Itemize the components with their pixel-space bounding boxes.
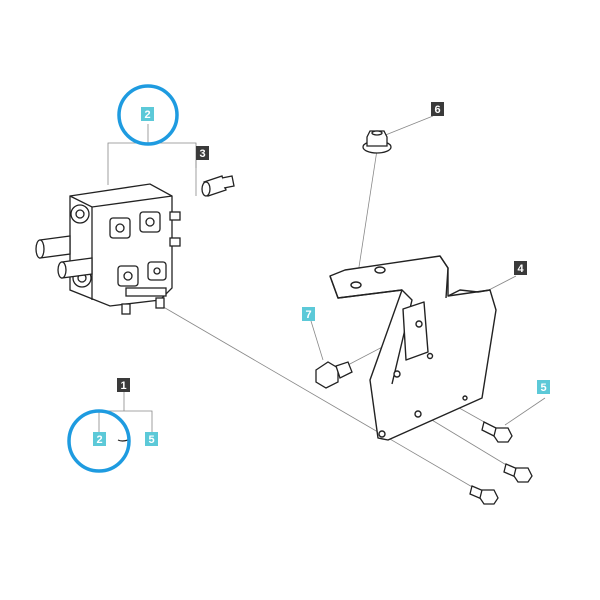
leader-nut-down bbox=[356, 149, 378, 281]
valve-block bbox=[35, 183, 181, 315]
callout-5-left-box bbox=[145, 432, 158, 446]
callout-3: 3 bbox=[196, 146, 209, 160]
bolt-5-c-head bbox=[479, 489, 499, 505]
valve-foot-1 bbox=[121, 303, 131, 315]
valve-foot-2 bbox=[155, 297, 165, 309]
plug-thread bbox=[221, 175, 235, 189]
callout-6: 6 bbox=[431, 102, 444, 116]
callout-5-right-label: 5 bbox=[540, 382, 546, 394]
valve-spool-lower-end bbox=[57, 261, 67, 279]
callout-2-bottom: 2 bbox=[93, 432, 106, 446]
leader-callout-7 bbox=[310, 320, 324, 361]
valve-cap-4-bolt bbox=[153, 267, 161, 275]
bolt-5-a bbox=[481, 421, 513, 443]
callout-3-box bbox=[196, 146, 209, 160]
plug-part bbox=[201, 175, 235, 197]
callout-2-bottom-box bbox=[93, 432, 106, 446]
highlight-ring-top bbox=[117, 84, 179, 146]
callout-4-box bbox=[514, 261, 527, 275]
bracket-inner-fold bbox=[391, 289, 413, 385]
bolt-7-shank bbox=[335, 361, 353, 379]
callout-3-label: 3 bbox=[199, 148, 205, 160]
callout-5-left: 5 bbox=[145, 432, 158, 446]
callout-5-right-box bbox=[537, 380, 550, 394]
bracket-tab bbox=[402, 301, 429, 361]
leader-callout-5-right bbox=[504, 397, 546, 426]
hose-symbol bbox=[117, 439, 129, 442]
valve-spool-upper-end bbox=[35, 239, 45, 259]
bolt-part-7 bbox=[315, 361, 353, 389]
valve-nameplate bbox=[125, 287, 167, 297]
callout-1-label: 1 bbox=[120, 380, 126, 392]
bracket-hole-1 bbox=[350, 281, 362, 289]
leader-valve-bolt bbox=[159, 304, 475, 489]
callout-2-bottom-label: 2 bbox=[96, 434, 102, 446]
bolt-5-b bbox=[503, 463, 533, 483]
bracket-hole-4 bbox=[426, 352, 434, 360]
callout-7: 7 bbox=[302, 307, 315, 321]
valve-cap-1-bolt bbox=[115, 223, 125, 233]
bolt-5-b-head bbox=[513, 467, 533, 483]
bracket-callout-2-top bbox=[107, 142, 197, 185]
callout-2-top-box bbox=[141, 107, 154, 121]
callout-2-top-label: 2 bbox=[144, 109, 150, 121]
callout-2-top: 2 bbox=[141, 107, 154, 121]
valve-fitting-1 bbox=[169, 211, 181, 221]
callout-1: 1 bbox=[117, 378, 130, 392]
bracket-hole-7 bbox=[378, 430, 386, 438]
bracket-hole-8 bbox=[462, 395, 468, 401]
bracket-hole-2 bbox=[374, 266, 386, 274]
bracket-hole-3 bbox=[415, 320, 423, 328]
valve-cap-2-bolt bbox=[145, 217, 155, 227]
callout-7-label: 7 bbox=[305, 309, 311, 321]
callout-1-box bbox=[117, 378, 130, 392]
valve-port-upper-inner bbox=[75, 209, 85, 219]
callout-5-right: 5 bbox=[537, 380, 550, 394]
nut-hole bbox=[371, 130, 383, 136]
callout-4: 4 bbox=[514, 261, 527, 275]
bracket-flange-edge bbox=[447, 289, 491, 297]
flange-nut bbox=[362, 130, 392, 154]
bolt-5-a-head bbox=[493, 427, 513, 443]
valve-cap-3-bolt bbox=[123, 271, 133, 281]
bracket-top-fold bbox=[329, 275, 403, 299]
callout-5-left-label: 5 bbox=[148, 434, 154, 446]
bracket-hole-5 bbox=[393, 370, 401, 378]
bracket-callout-1 bbox=[98, 410, 153, 432]
bolt-5-c bbox=[469, 485, 499, 505]
bracket-hole-6 bbox=[414, 410, 422, 418]
mounting-bracket bbox=[329, 255, 497, 441]
nut-hex bbox=[366, 130, 388, 147]
bracket-corner-fold bbox=[439, 255, 449, 299]
plug-end bbox=[201, 181, 211, 197]
bolt-7-head bbox=[315, 361, 339, 389]
callout-6-box bbox=[431, 102, 444, 116]
highlight-ring-bottom bbox=[67, 409, 131, 473]
leader-callout-6 bbox=[382, 115, 434, 137]
callout-4-label: 4 bbox=[517, 263, 524, 275]
bolts-part-5 bbox=[469, 421, 533, 505]
callout-7-box bbox=[302, 307, 315, 321]
callout-6-label: 6 bbox=[434, 104, 440, 116]
valve-fitting-2 bbox=[169, 237, 181, 247]
